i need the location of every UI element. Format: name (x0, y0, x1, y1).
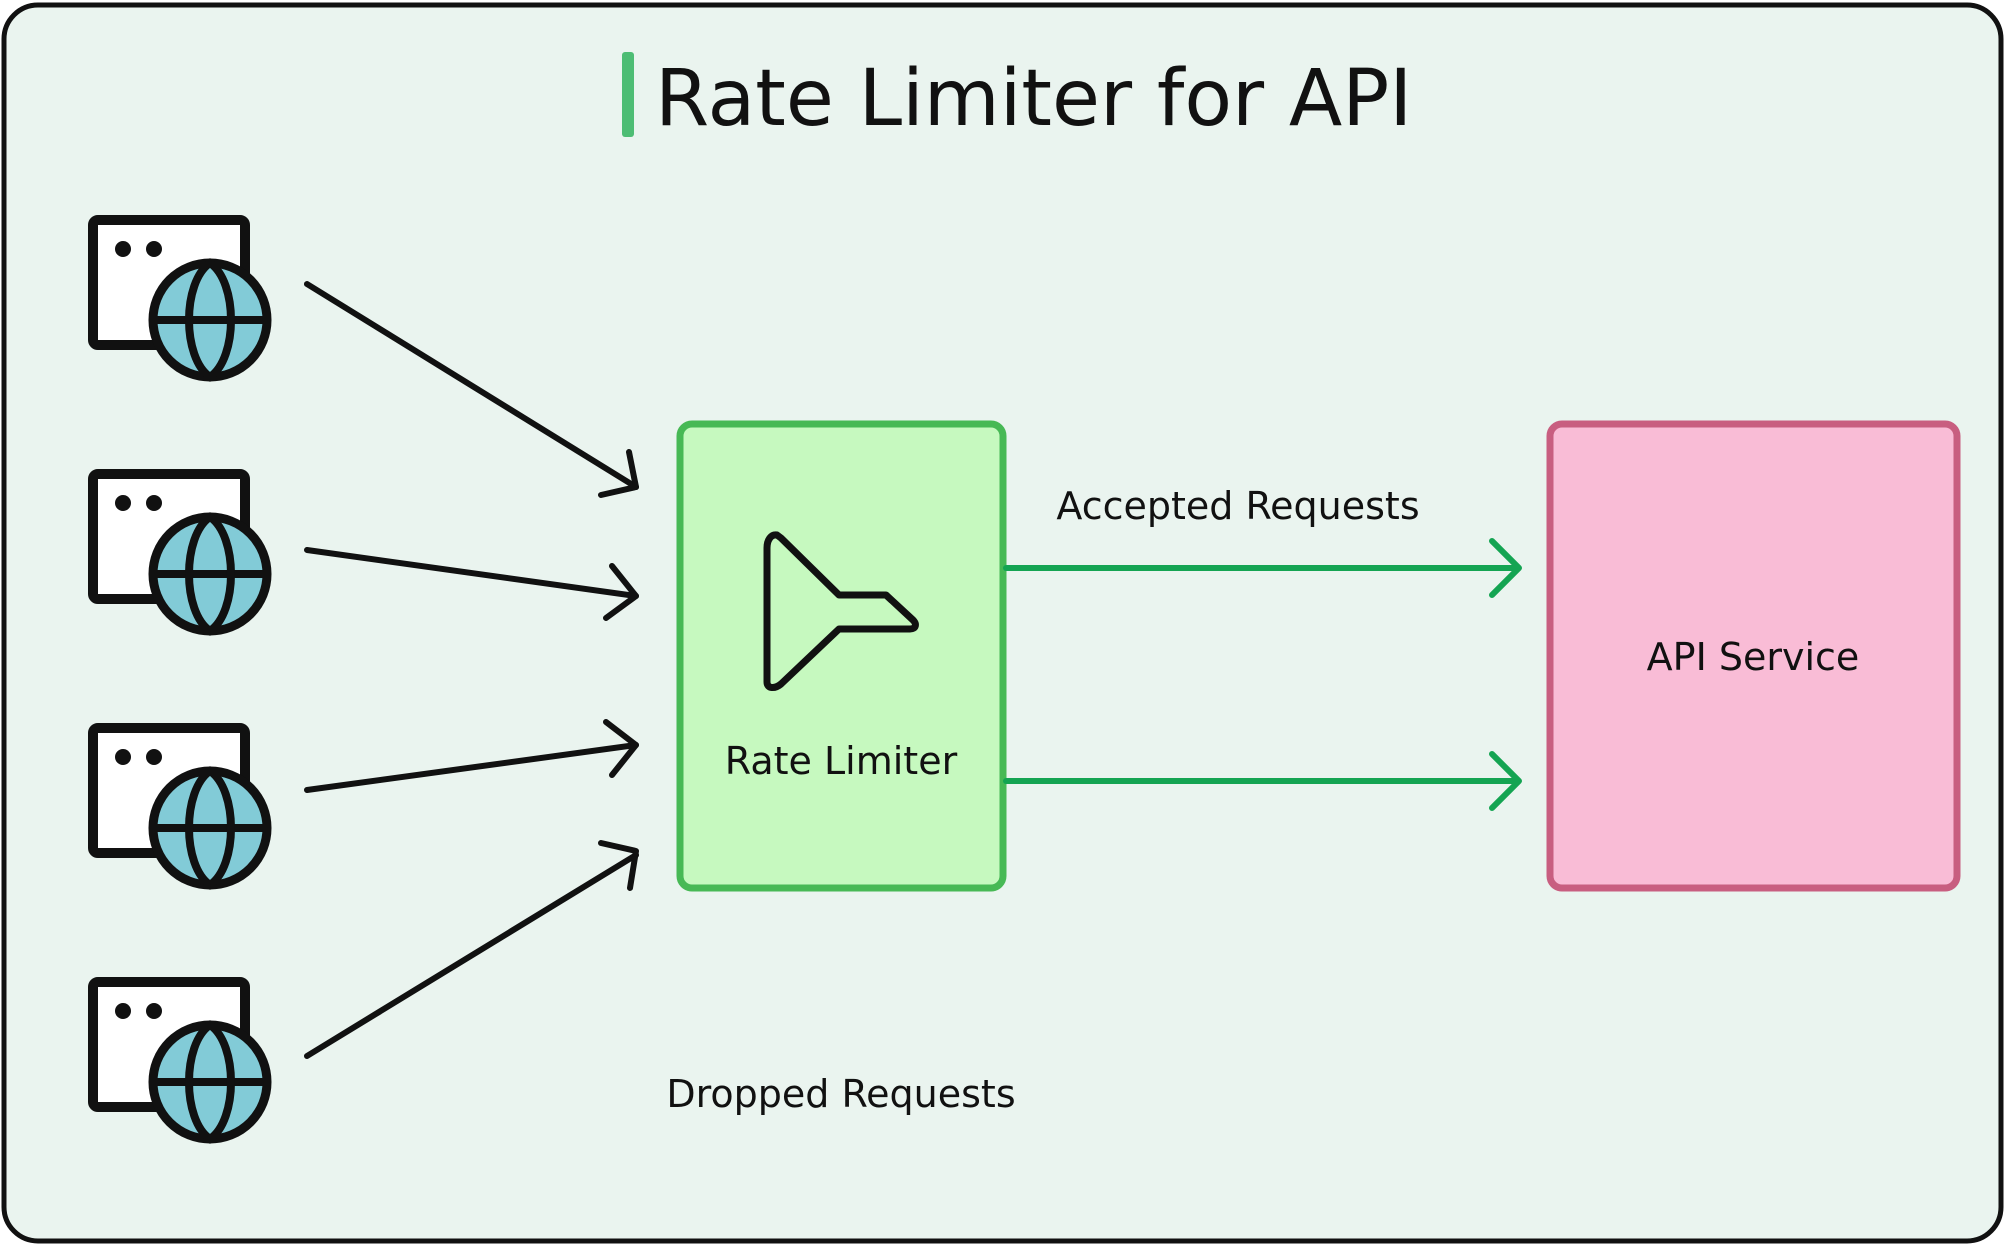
client-arrow-4 (304, 840, 639, 1059)
browser-globe-icon (88, 977, 272, 1144)
page-title: Rate Limiter for API (655, 54, 1412, 144)
rate-limiter-label: Rate Limiter (725, 739, 958, 783)
accepted-arrow-2 (1003, 751, 1522, 811)
browser-globe-icon (88, 215, 272, 382)
client-icon-1 (88, 215, 272, 382)
rate-limiter-node: Rate Limiter (676, 420, 1007, 892)
client-arrow-2 (304, 547, 639, 621)
accepted-arrow-1 (1003, 538, 1522, 598)
client-icon-3 (88, 723, 272, 890)
funnel-icon (763, 531, 919, 691)
client-icon-4 (88, 977, 272, 1144)
accepted-requests-label: Accepted Requests (1056, 484, 1419, 528)
api-service-label: API Service (1647, 635, 1860, 679)
client-arrow-1 (304, 281, 639, 498)
browser-globe-icon (88, 469, 272, 636)
client-arrow-3 (304, 719, 639, 793)
browser-globe-icon (88, 723, 272, 890)
client-icon-2 (88, 469, 272, 636)
title-accent-bar (622, 52, 634, 137)
api-service-node: API Service (1546, 420, 1961, 892)
dropped-requests-label: Dropped Requests (666, 1072, 1015, 1116)
